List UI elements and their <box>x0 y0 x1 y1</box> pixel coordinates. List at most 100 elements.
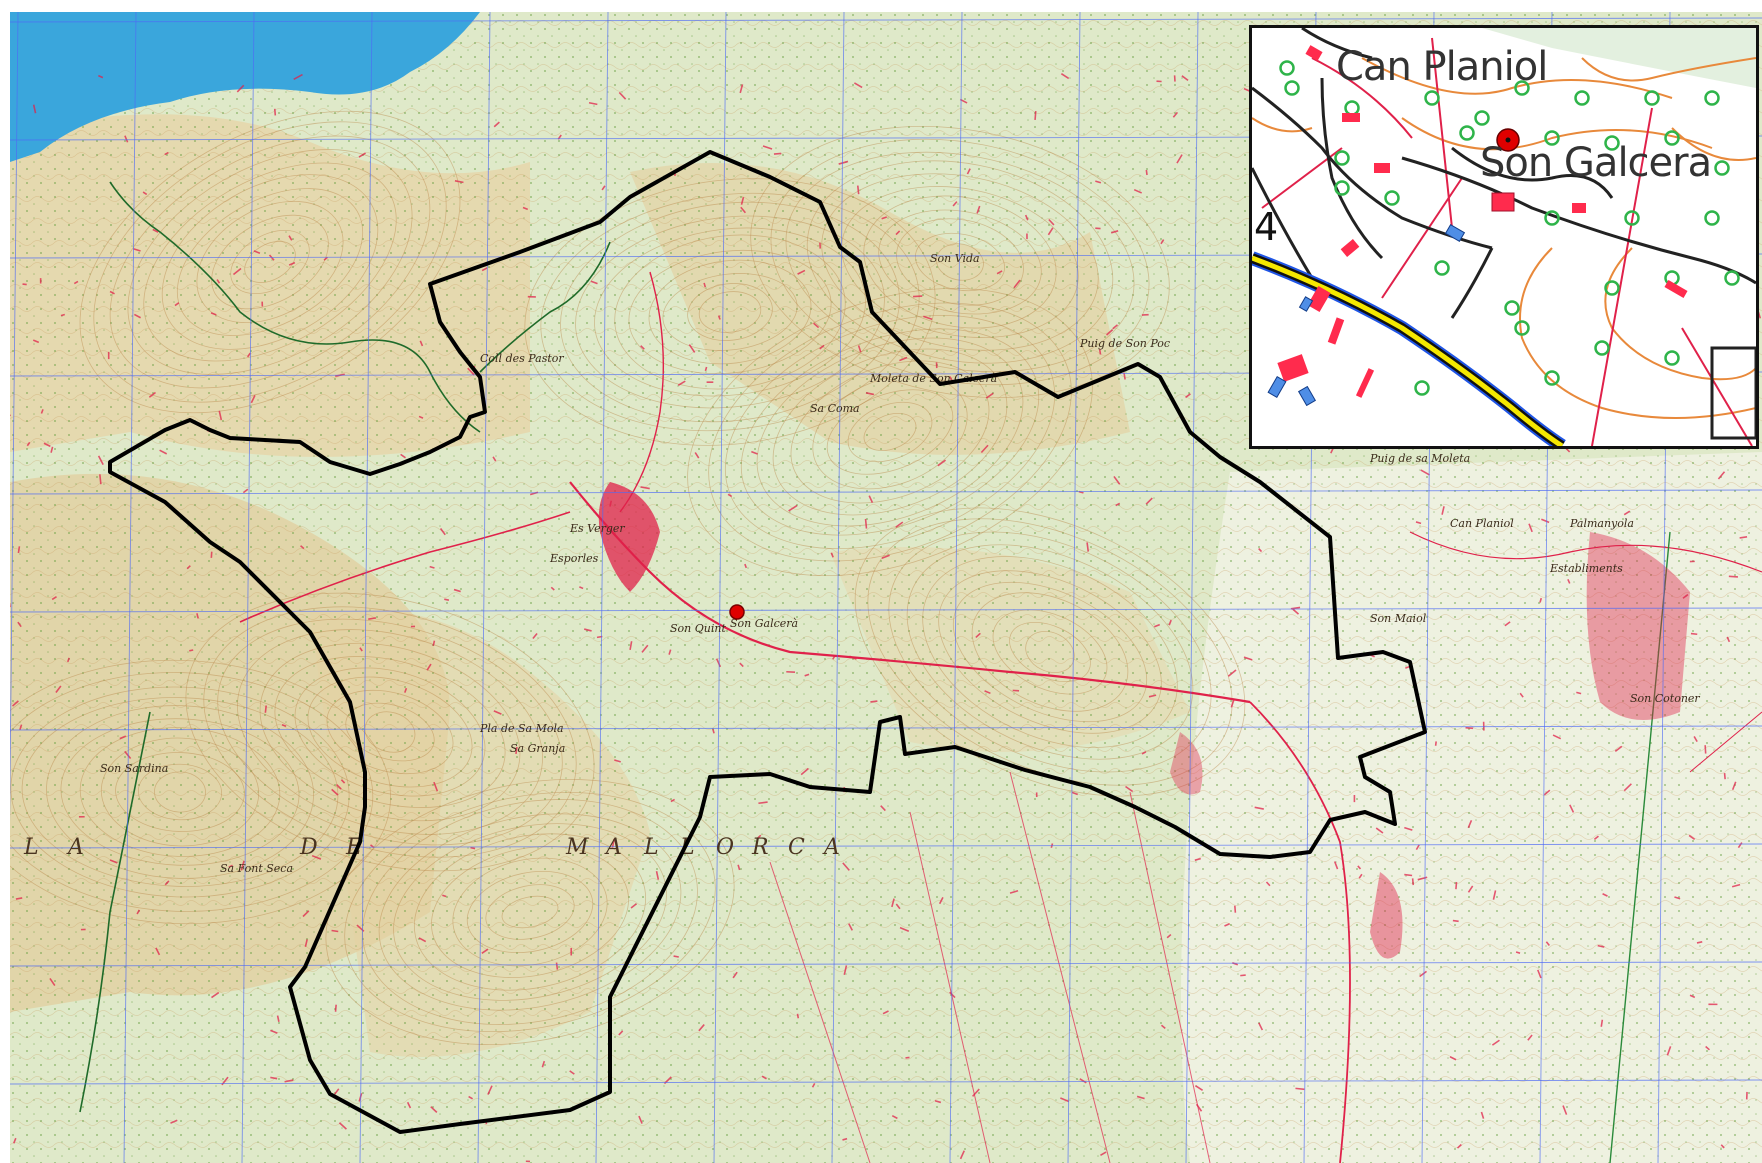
contour-line <box>971 592 1129 712</box>
location-marker[interactable] <box>729 604 745 620</box>
contour-line <box>540 192 920 432</box>
inset-tree <box>1624 210 1640 226</box>
building-mark <box>406 1101 412 1109</box>
building-mark <box>1166 933 1172 939</box>
building-mark <box>1060 73 1070 80</box>
building-mark <box>601 185 606 191</box>
inset-contour-line <box>1519 247 1756 419</box>
building-mark <box>1234 905 1237 913</box>
building-mark <box>281 724 287 727</box>
building-mark <box>358 152 366 158</box>
contour-line <box>614 234 846 390</box>
building-mark <box>433 781 439 792</box>
place-label: Puig de sa Moleta <box>1369 452 1470 465</box>
river <box>79 181 611 1113</box>
building-mark <box>618 91 627 100</box>
building-mark <box>569 1070 575 1075</box>
place-label: Son Sardina <box>100 762 168 775</box>
grid-line-vertical <box>1067 12 1081 1163</box>
contour-line <box>115 752 245 832</box>
building-mark <box>555 962 559 970</box>
building-mark <box>1419 970 1428 978</box>
building-mark <box>1125 785 1134 793</box>
building-mark <box>1623 510 1631 516</box>
inset-map[interactable]: 4 Can P <box>1249 25 1759 449</box>
building-mark <box>98 74 104 79</box>
building-mark <box>640 345 645 350</box>
inset-tree <box>1434 260 1450 276</box>
building-mark <box>1254 806 1264 810</box>
contour-line <box>431 845 629 979</box>
building-mark <box>1168 619 1172 626</box>
building-mark <box>588 101 598 106</box>
contour-line <box>847 401 933 463</box>
study-area-boundary[interactable] <box>108 150 1427 1134</box>
building-mark <box>570 948 573 956</box>
building-mark <box>1688 834 1696 841</box>
inset-tree <box>1544 370 1560 386</box>
place-label: Can Planiol <box>1450 517 1514 530</box>
inset-tree <box>1424 90 1440 106</box>
building-mark <box>467 367 475 376</box>
grid-line-vertical <box>359 12 373 1163</box>
building-mark <box>1357 865 1362 870</box>
building-mark <box>334 1004 337 1012</box>
inset-contour-line <box>1671 127 1756 161</box>
grid-line-horizontal <box>10 1079 1762 1085</box>
building-mark <box>288 235 293 241</box>
building-mark <box>937 459 947 467</box>
building-mark <box>895 230 901 236</box>
building-mark <box>304 939 308 947</box>
building-mark <box>240 860 245 871</box>
contour-line <box>821 173 1099 351</box>
building-mark <box>1504 621 1511 627</box>
building-mark <box>938 897 944 905</box>
contour-line <box>100 737 260 847</box>
place-label: Sa Granja <box>510 742 565 755</box>
building-mark <box>1295 1087 1305 1091</box>
building-mark <box>66 657 70 663</box>
grid-line-vertical <box>595 12 609 1163</box>
building-mark <box>40 409 44 414</box>
building-mark <box>136 909 141 915</box>
building-mark <box>400 453 406 459</box>
inset-blue-buildings <box>1267 223 1466 407</box>
building-mark <box>832 654 836 660</box>
contour-line <box>452 857 608 967</box>
building-mark <box>338 1122 347 1130</box>
contour-line <box>863 412 917 452</box>
inset-buildings <box>1277 45 1688 398</box>
building-mark <box>78 815 85 818</box>
building-mark <box>1141 313 1149 316</box>
contour-line <box>687 287 1093 577</box>
contour-line <box>344 791 716 1033</box>
building-mark <box>1333 861 1339 870</box>
contour-line <box>364 711 416 753</box>
building-mark <box>1689 994 1696 999</box>
contour-line <box>863 195 1057 329</box>
contour-line <box>922 556 1178 748</box>
contour-line <box>826 389 954 475</box>
building-mark <box>856 185 860 195</box>
building-mark <box>842 1137 848 1141</box>
building-mark <box>1689 560 1695 563</box>
building-mark <box>1112 324 1118 330</box>
building-mark <box>583 628 592 632</box>
building-mark <box>522 206 529 211</box>
inset-label-can-planiol: Can Planiol <box>1336 44 1548 90</box>
region-label-letter: D <box>299 835 320 860</box>
building-mark <box>984 690 991 695</box>
contour-line <box>79 727 281 857</box>
building-mark <box>515 746 518 755</box>
building-mark <box>246 352 251 358</box>
building-mark <box>210 312 217 316</box>
building-mark <box>470 846 476 850</box>
building-mark <box>196 613 200 619</box>
building-mark <box>261 301 264 307</box>
place-label: Pla de Sa Mola <box>479 722 564 735</box>
building-mark <box>1173 75 1176 82</box>
building-mark <box>288 261 296 266</box>
building-mark <box>32 339 40 344</box>
building-mark <box>694 452 700 459</box>
